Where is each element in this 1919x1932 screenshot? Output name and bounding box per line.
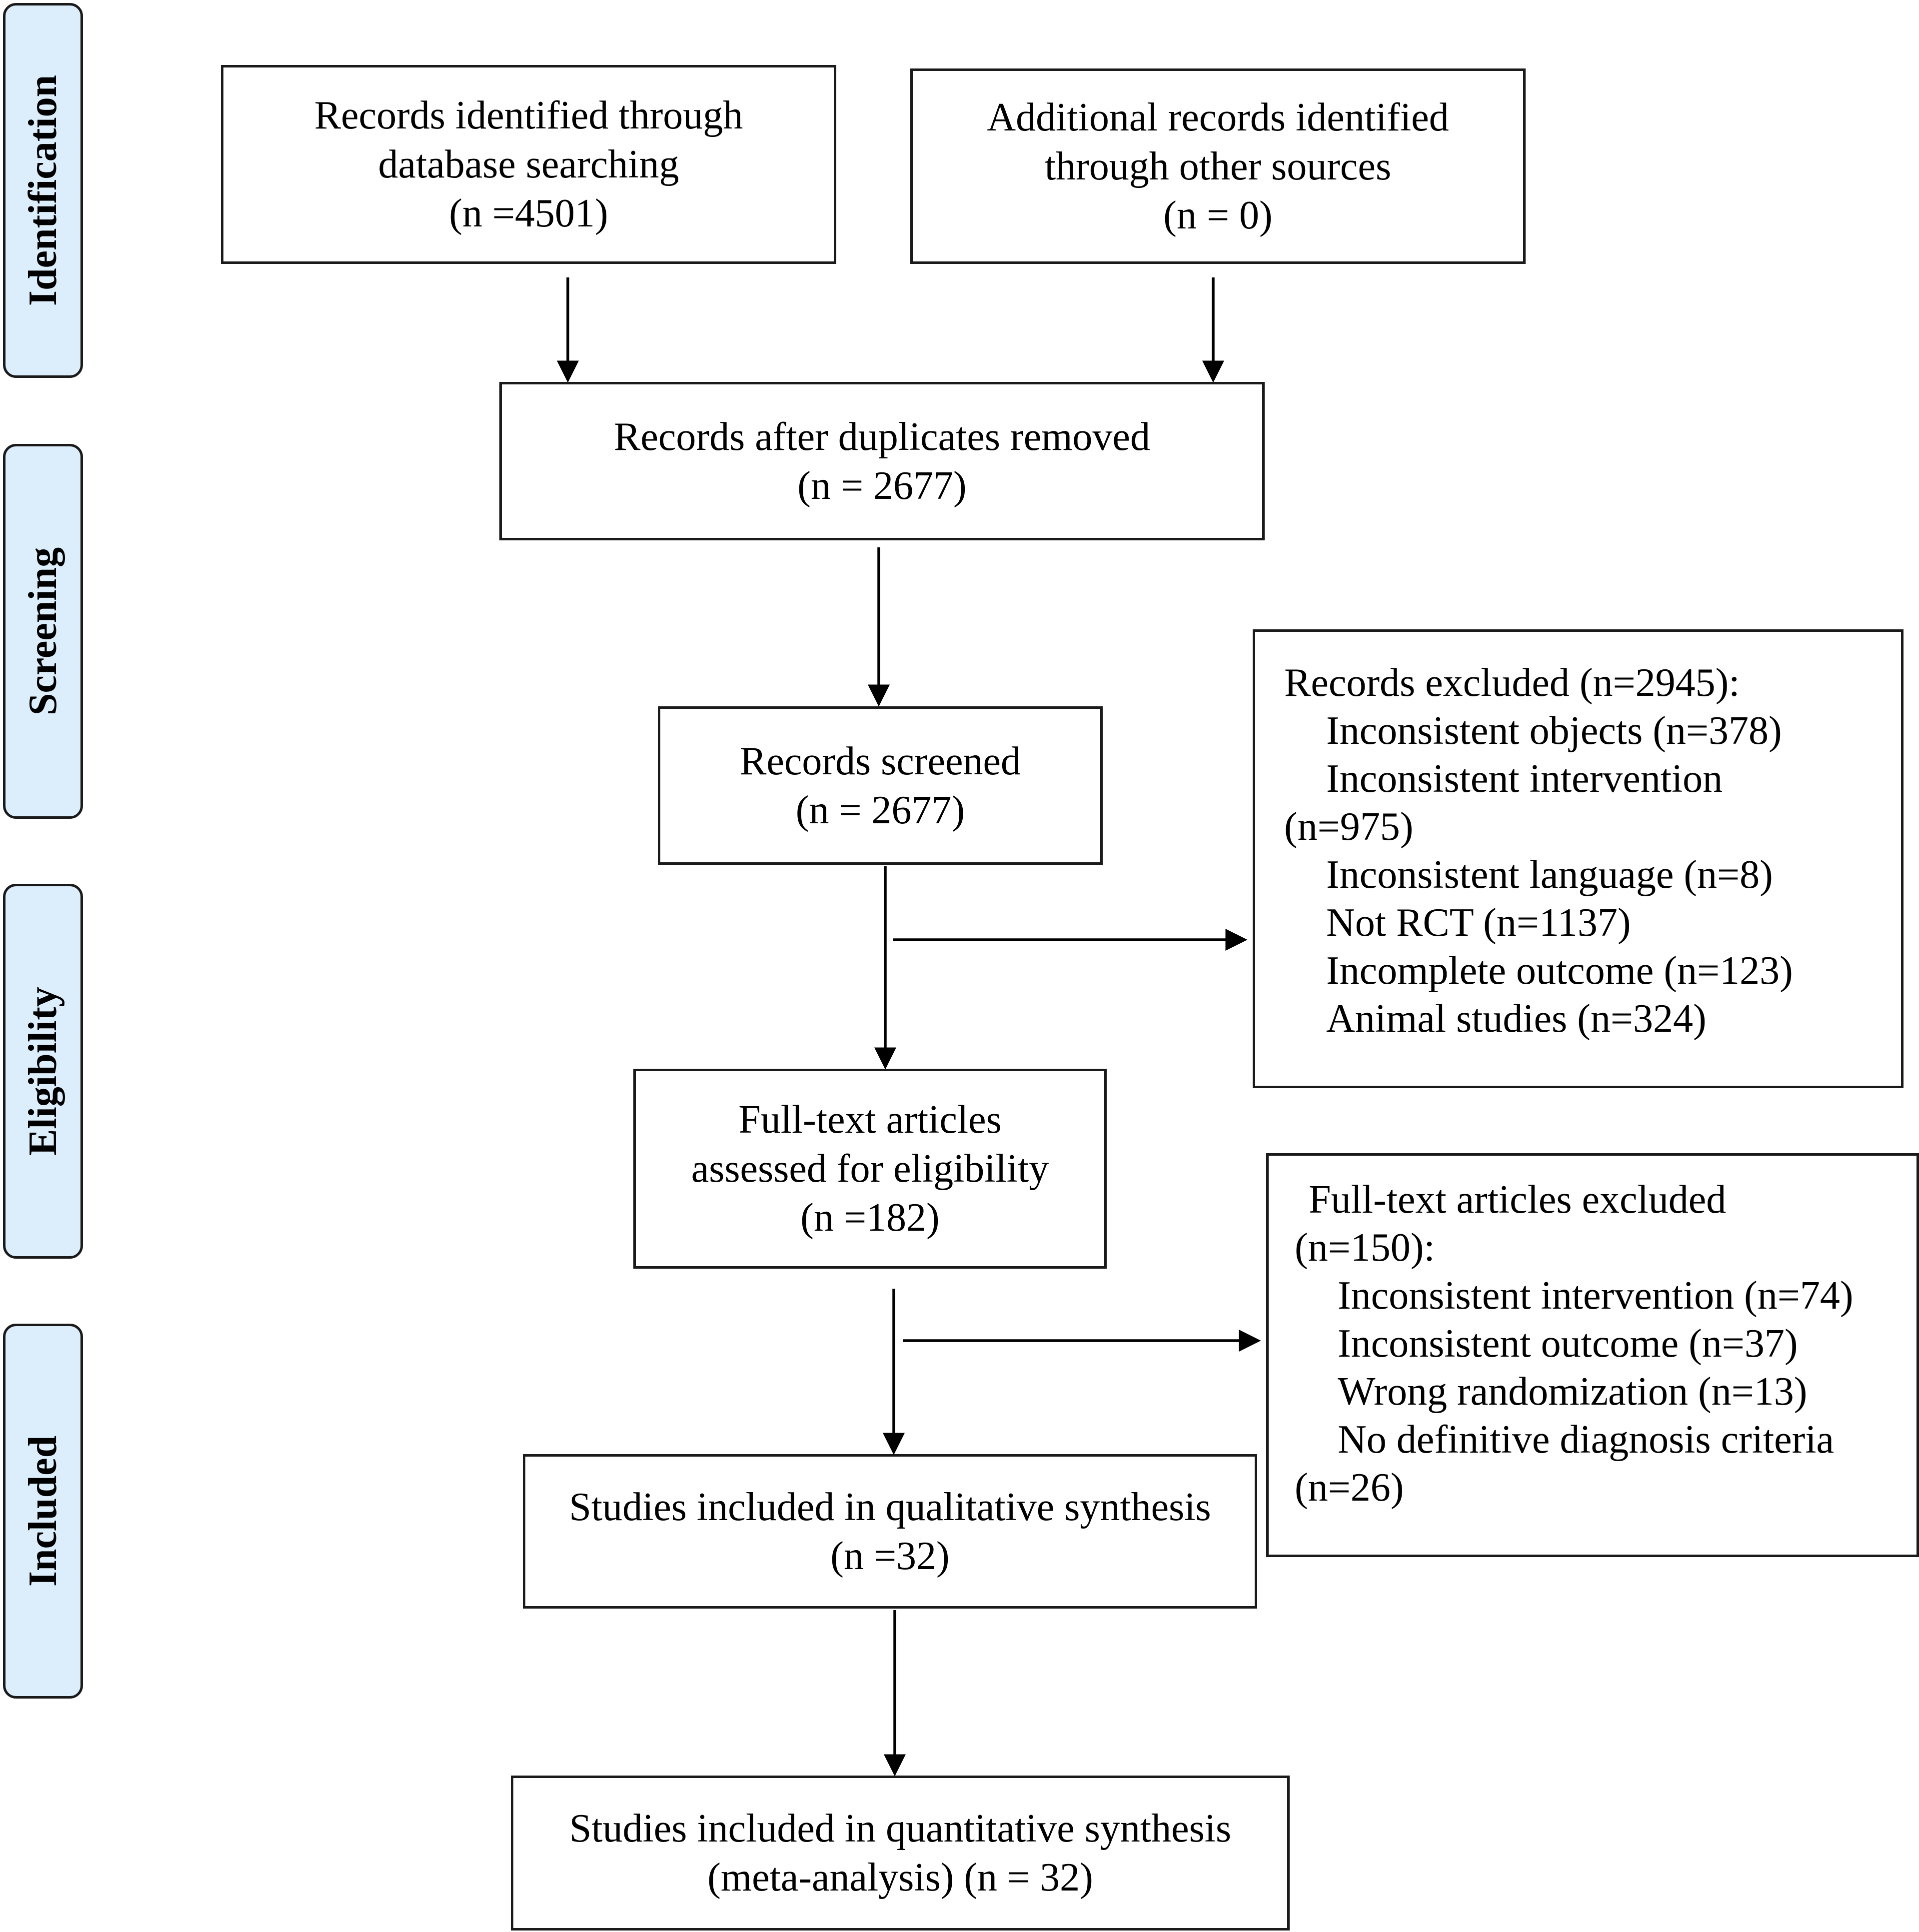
records-excluded-item: Inconsistent objects (n=378)	[1326, 709, 1782, 753]
box-records-screened-line1: Records screened	[740, 739, 1021, 783]
fulltext-excluded-item-continued: (n=26)	[1295, 1466, 1404, 1510]
box-after-duplicates: Records after duplicates removed (n = 26…	[499, 382, 1265, 540]
fulltext-excluded-title: Full-text articles excluded	[1309, 1178, 1727, 1222]
records-excluded-item: Not RCT (n=1137)	[1326, 901, 1631, 945]
box-quantitative-line1: Studies included in quantitative synthes…	[569, 1807, 1232, 1851]
box-qualitative-line2: (n =32)	[830, 1534, 950, 1578]
fulltext-excluded-item: No definitive diagnosis criteria	[1338, 1418, 1835, 1462]
box-after-duplicates-line1: Records after duplicates removed	[614, 414, 1150, 459]
box-database-search: Records identified through database sear…	[221, 65, 836, 264]
box-quantitative-synthesis: Studies included in quantitative synthes…	[511, 1776, 1290, 1931]
fulltext-excluded-item: Inconsistent outcome (n=37)	[1338, 1322, 1798, 1366]
fulltext-excluded-item: Wrong randomization (n=13)	[1338, 1370, 1808, 1414]
box-full-text-assessed-line3: (n =182)	[800, 1196, 940, 1240]
box-qualitative-synthesis: Studies included in qualitative synthesi…	[523, 1454, 1257, 1609]
box-full-text-assessed-line1: Full-text articles	[738, 1098, 1002, 1142]
box-database-search-line1: Records identified through	[314, 93, 743, 137]
box-quantitative-line2: (meta-analysis) (n = 32)	[707, 1856, 1093, 1900]
box-full-text-assessed-line2: assessed for eligibility	[691, 1147, 1049, 1191]
records-excluded-item: Inconsistent intervention	[1326, 757, 1723, 801]
box-qualitative-line1: Studies included in qualitative synthesi…	[569, 1485, 1211, 1529]
phase-included: Included	[3, 1324, 83, 1699]
box-records-screened: Records screened (n = 2677)	[658, 706, 1103, 865]
box-database-search-line2: database searching	[378, 142, 679, 186]
box-records-excluded: Records excluded (n=2945): Inconsistent …	[1253, 629, 1904, 1088]
phase-eligibility: Eligibility	[3, 884, 83, 1259]
box-other-sources-line2: through other sources	[1044, 144, 1392, 188]
phase-identification: Identification	[3, 3, 83, 378]
records-excluded-item: Animal studies (n=324)	[1326, 997, 1707, 1041]
box-database-search-line3: (n =4501)	[449, 191, 608, 235]
records-excluded-item-continued: (n=975)	[1284, 805, 1414, 849]
records-excluded-item: Inconsistent language (n=8)	[1326, 853, 1773, 897]
phase-screening: Screening	[3, 444, 83, 819]
box-other-sources: Additional records identified through ot…	[910, 68, 1526, 264]
box-after-duplicates-line2: (n = 2677)	[797, 463, 967, 508]
fulltext-excluded-title-continued: (n=150):	[1295, 1226, 1435, 1270]
fulltext-excluded-item: Inconsistent intervention (n=74)	[1338, 1274, 1854, 1318]
box-records-screened-line2: (n = 2677)	[795, 788, 965, 832]
records-excluded-item: Incomplete outcome (n=123)	[1326, 949, 1793, 993]
box-other-sources-line3: (n = 0)	[1163, 193, 1273, 237]
box-fulltext-excluded: Full-text articles excluded (n=150): Inc…	[1266, 1153, 1919, 1557]
box-full-text-assessed: Full-text articles assessed for eligibil…	[633, 1069, 1107, 1269]
records-excluded-title: Records excluded (n=2945):	[1284, 661, 1740, 705]
box-other-sources-line1: Additional records identified	[987, 95, 1449, 139]
